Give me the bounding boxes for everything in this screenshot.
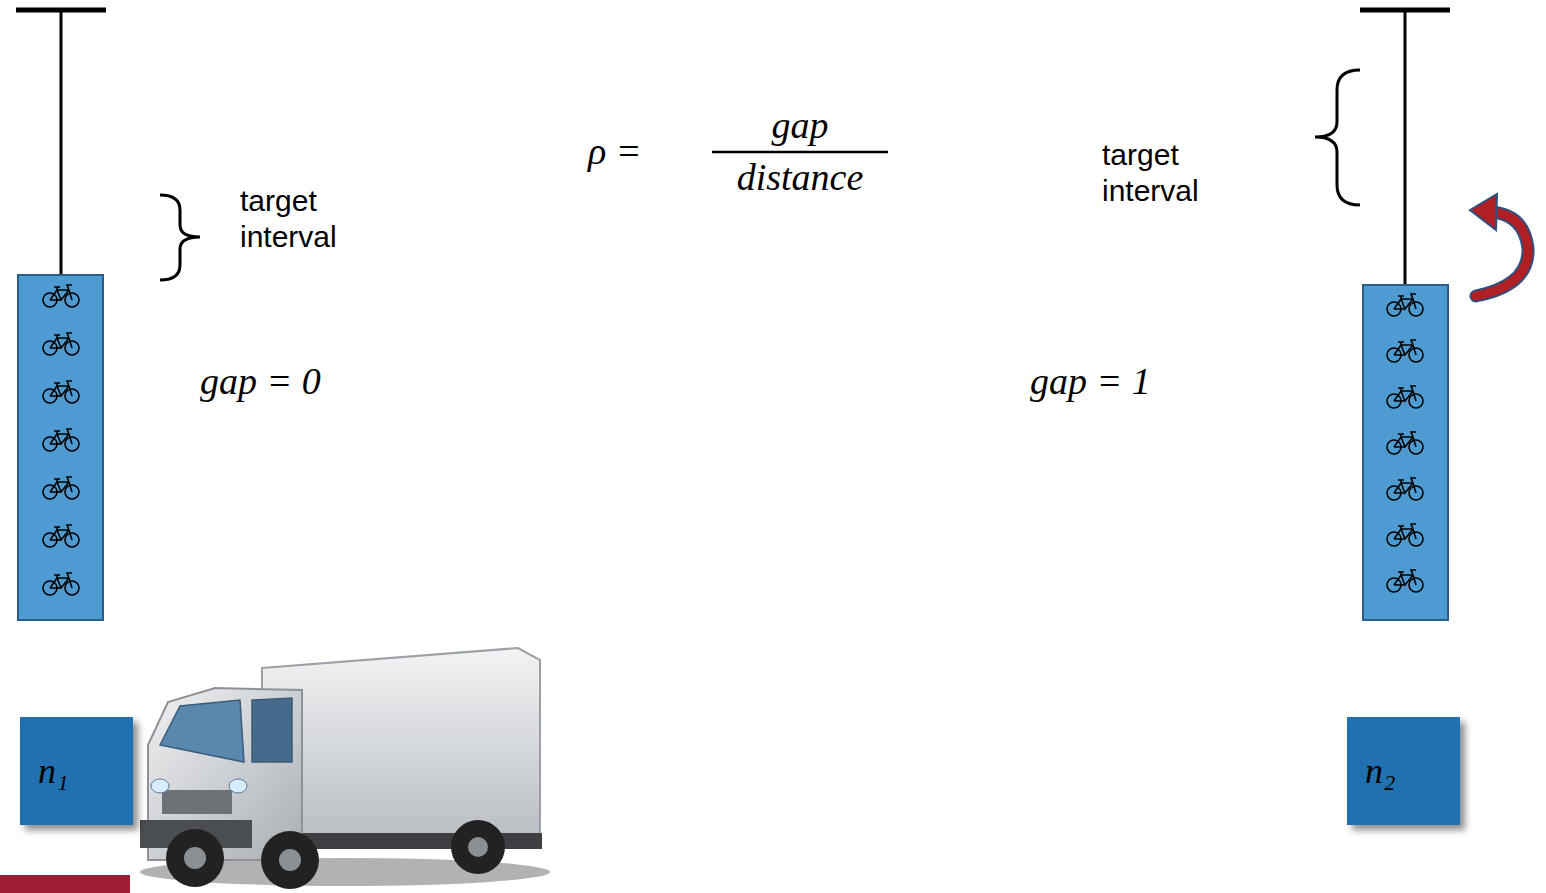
node-box: n₁ bbox=[20, 717, 133, 825]
formula-text: gap = 1 bbox=[1030, 360, 1260, 404]
windshield bbox=[160, 700, 244, 762]
headlight bbox=[151, 779, 169, 793]
wheel bbox=[261, 831, 319, 889]
bike-icon bbox=[43, 429, 79, 451]
formula-text: ρ = bbox=[588, 130, 698, 174]
brace bbox=[1315, 70, 1360, 205]
formula-text: gap = 0 bbox=[200, 360, 430, 404]
hub bbox=[468, 837, 488, 857]
footer-strip bbox=[0, 875, 130, 893]
bike-station bbox=[1360, 10, 1450, 620]
node-label: n₁ bbox=[38, 750, 69, 792]
brace bbox=[160, 195, 200, 280]
bike-icon bbox=[1387, 570, 1423, 592]
bike-icon bbox=[43, 525, 79, 547]
bike-stack bbox=[1363, 285, 1448, 620]
bike-icon bbox=[43, 285, 79, 307]
hub bbox=[184, 847, 206, 869]
node-box: n₂ bbox=[1347, 717, 1460, 825]
bike-icon bbox=[1387, 478, 1423, 500]
bike-icon bbox=[1387, 432, 1423, 454]
annotation-label: target interval bbox=[1102, 137, 1242, 209]
node-label: n₂ bbox=[1365, 750, 1396, 792]
bike-icon bbox=[43, 573, 79, 595]
bike-icon bbox=[43, 477, 79, 499]
cargo-box bbox=[262, 648, 540, 847]
arrow-outline bbox=[1476, 212, 1528, 296]
fraction-bar bbox=[712, 151, 888, 154]
arrow-head bbox=[1470, 194, 1497, 230]
bike-icon bbox=[1387, 294, 1423, 316]
curved-arrow bbox=[1470, 194, 1528, 296]
annotation-label: target interval bbox=[240, 183, 380, 255]
capacity-line bbox=[1404, 10, 1407, 285]
arrow-body bbox=[1476, 212, 1528, 296]
side-window bbox=[252, 698, 292, 762]
capacity-line bbox=[60, 10, 63, 275]
bike-icon bbox=[1387, 386, 1423, 408]
headlight bbox=[229, 779, 247, 793]
wheel bbox=[451, 820, 505, 874]
bike-station bbox=[16, 10, 106, 620]
bike-icon bbox=[1387, 524, 1423, 546]
bike-icon bbox=[1387, 340, 1423, 362]
bike-stack bbox=[18, 275, 103, 620]
grille bbox=[162, 790, 232, 814]
wheel bbox=[166, 829, 224, 887]
formula-text: distance bbox=[700, 156, 900, 200]
formula-text: gap bbox=[700, 104, 900, 148]
truck-illustration bbox=[140, 648, 550, 889]
bike-icon bbox=[43, 333, 79, 355]
hub bbox=[279, 849, 301, 871]
bike-icon bbox=[43, 381, 79, 403]
